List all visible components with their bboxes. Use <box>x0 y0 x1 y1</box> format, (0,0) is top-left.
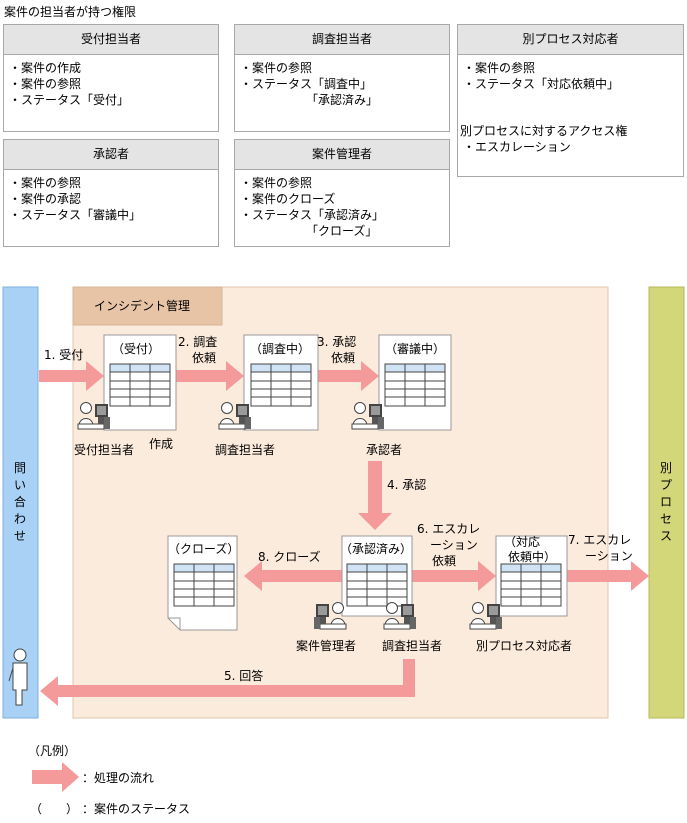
permission-item: ・エスカレーション <box>463 140 571 154</box>
flow-label-5: 5. 回答 <box>224 669 264 683</box>
person-label-kanri: 案件管理者 <box>296 639 357 653</box>
permission-item: ・ステータス「調査中」 <box>240 77 373 91</box>
role-name: 承認者 <box>4 140 218 170</box>
permission-item: ・ステータス「審議中」 <box>9 208 142 222</box>
access-title: 別プロセスに対するアクセス権 <box>460 124 628 138</box>
flow-arrow-4 <box>358 461 392 530</box>
role-name: 案件管理者 <box>235 140 449 170</box>
status-shoninzumi: （承認済み） <box>340 542 413 556</box>
person-label-chosa2: 調査担当者 <box>382 639 443 653</box>
status-uketsuke: （受付） <box>112 342 161 356</box>
role-name: 別プロセス対応者 <box>458 25 683 55</box>
status-taioirai-1: （対応 <box>504 535 541 549</box>
inquiry-label: 問い合わせ <box>13 461 26 543</box>
incident-area-title: インシデント管理 <box>94 299 191 313</box>
role-box-chosa: 調査担当者 ・案件の参照 ・ステータス「調査中」 「承認済み」 <box>234 24 450 132</box>
person-label-uketsuke: 受付担当者 <box>74 443 135 457</box>
permission-item: ・案件の参照 <box>240 176 313 190</box>
status-close: （クローズ） <box>168 542 240 556</box>
legend-status-paren: （ ） <box>30 802 79 816</box>
permission-item: ・案件の承認 <box>9 192 82 206</box>
flow-label-7b: ーション <box>585 549 633 563</box>
flow-label-8: 8. クローズ <box>258 550 321 564</box>
flow-arrow-2 <box>176 361 244 391</box>
inquiry-bar <box>2 286 39 719</box>
permission-item: ・案件の参照 <box>9 176 82 190</box>
permission-item: ・ステータス「承認済み」 <box>240 208 385 222</box>
permission-item: ・案件の参照 <box>9 77 82 91</box>
permission-item: ・案件の作成 <box>9 61 82 75</box>
flow-arrow-6 <box>412 561 496 591</box>
status-taioirai-2: 依頼中） <box>508 550 557 564</box>
legend-status-label: ：案件のステータス <box>82 802 191 816</box>
role-name: 調査担当者 <box>235 25 449 55</box>
permission-item: ・ステータス「対応依頼中」 <box>463 77 620 91</box>
flow-arrow-1 <box>39 361 104 391</box>
other-process-label: 別プロセス <box>659 461 672 543</box>
permission-item: ・ステータス「受付」 <box>9 93 130 107</box>
flow-arrow-3 <box>318 361 379 391</box>
flow-label-6b: ーション <box>430 538 478 552</box>
person-label-chosa1: 調査担当者 <box>215 443 276 457</box>
other-process-bar <box>648 286 685 719</box>
role-box-shonin: 承認者 ・案件の参照 ・案件の承認 ・ステータス「審議中」 <box>3 139 219 247</box>
page-title: 案件の担当者が持つ権限 <box>4 5 137 19</box>
permission-item: ・案件の参照 <box>240 61 313 75</box>
flow-label-7: 7. エスカレ <box>568 533 632 547</box>
role-name: 受付担当者 <box>4 25 218 55</box>
flow-label-2b: 依頼 <box>192 351 217 365</box>
flow-arrow-5 <box>40 659 415 706</box>
flow-label-6: 6. エスカレ <box>417 522 481 536</box>
role-box-betsu: 別プロセス対応者 ・案件の参照 ・ステータス「対応依頼中」 別プロセスに対するア… <box>457 24 684 177</box>
status-shingichu: （審議中） <box>385 342 446 356</box>
flow-label-4: 4. 承認 <box>387 478 427 492</box>
role-box-uketsuke: 受付担当者 ・案件の作成 ・案件の参照 ・ステータス「受付」 <box>3 24 219 132</box>
flow-label-2: 2. 調査 <box>178 335 218 349</box>
legend-title: （凡例） <box>28 744 77 758</box>
action-label-create: 作成 <box>149 437 174 451</box>
flow-label-3: 3. 承認 <box>317 335 357 349</box>
flow-label-6c: 依頼 <box>432 554 457 568</box>
person-label-shonin: 承認者 <box>366 443 403 457</box>
status-chosachu: （調査中） <box>250 342 311 356</box>
flow-arrow-8 <box>244 561 342 591</box>
permission-item: 「クローズ」 <box>240 224 378 238</box>
role-box-kanri: 案件管理者 ・案件の参照 ・案件のクローズ ・ステータス「承認済み」 「クローズ… <box>234 139 450 247</box>
permission-item: ・案件の参照 <box>463 61 536 75</box>
legend-flow-label: ：処理の流れ <box>82 771 155 785</box>
flow-arrow-7 <box>567 561 649 591</box>
flow-label-1: 1. 受付 <box>44 348 84 362</box>
permission-item: 「承認済み」 <box>240 93 379 107</box>
person-label-betsu: 別プロセス対応者 <box>476 639 573 653</box>
permission-item: ・案件のクローズ <box>240 192 336 206</box>
inquirer-person-icon <box>8 648 28 706</box>
legend-arrow <box>32 762 79 792</box>
incident-area-title-bg <box>72 286 223 326</box>
flow-label-3b: 依頼 <box>331 351 356 365</box>
